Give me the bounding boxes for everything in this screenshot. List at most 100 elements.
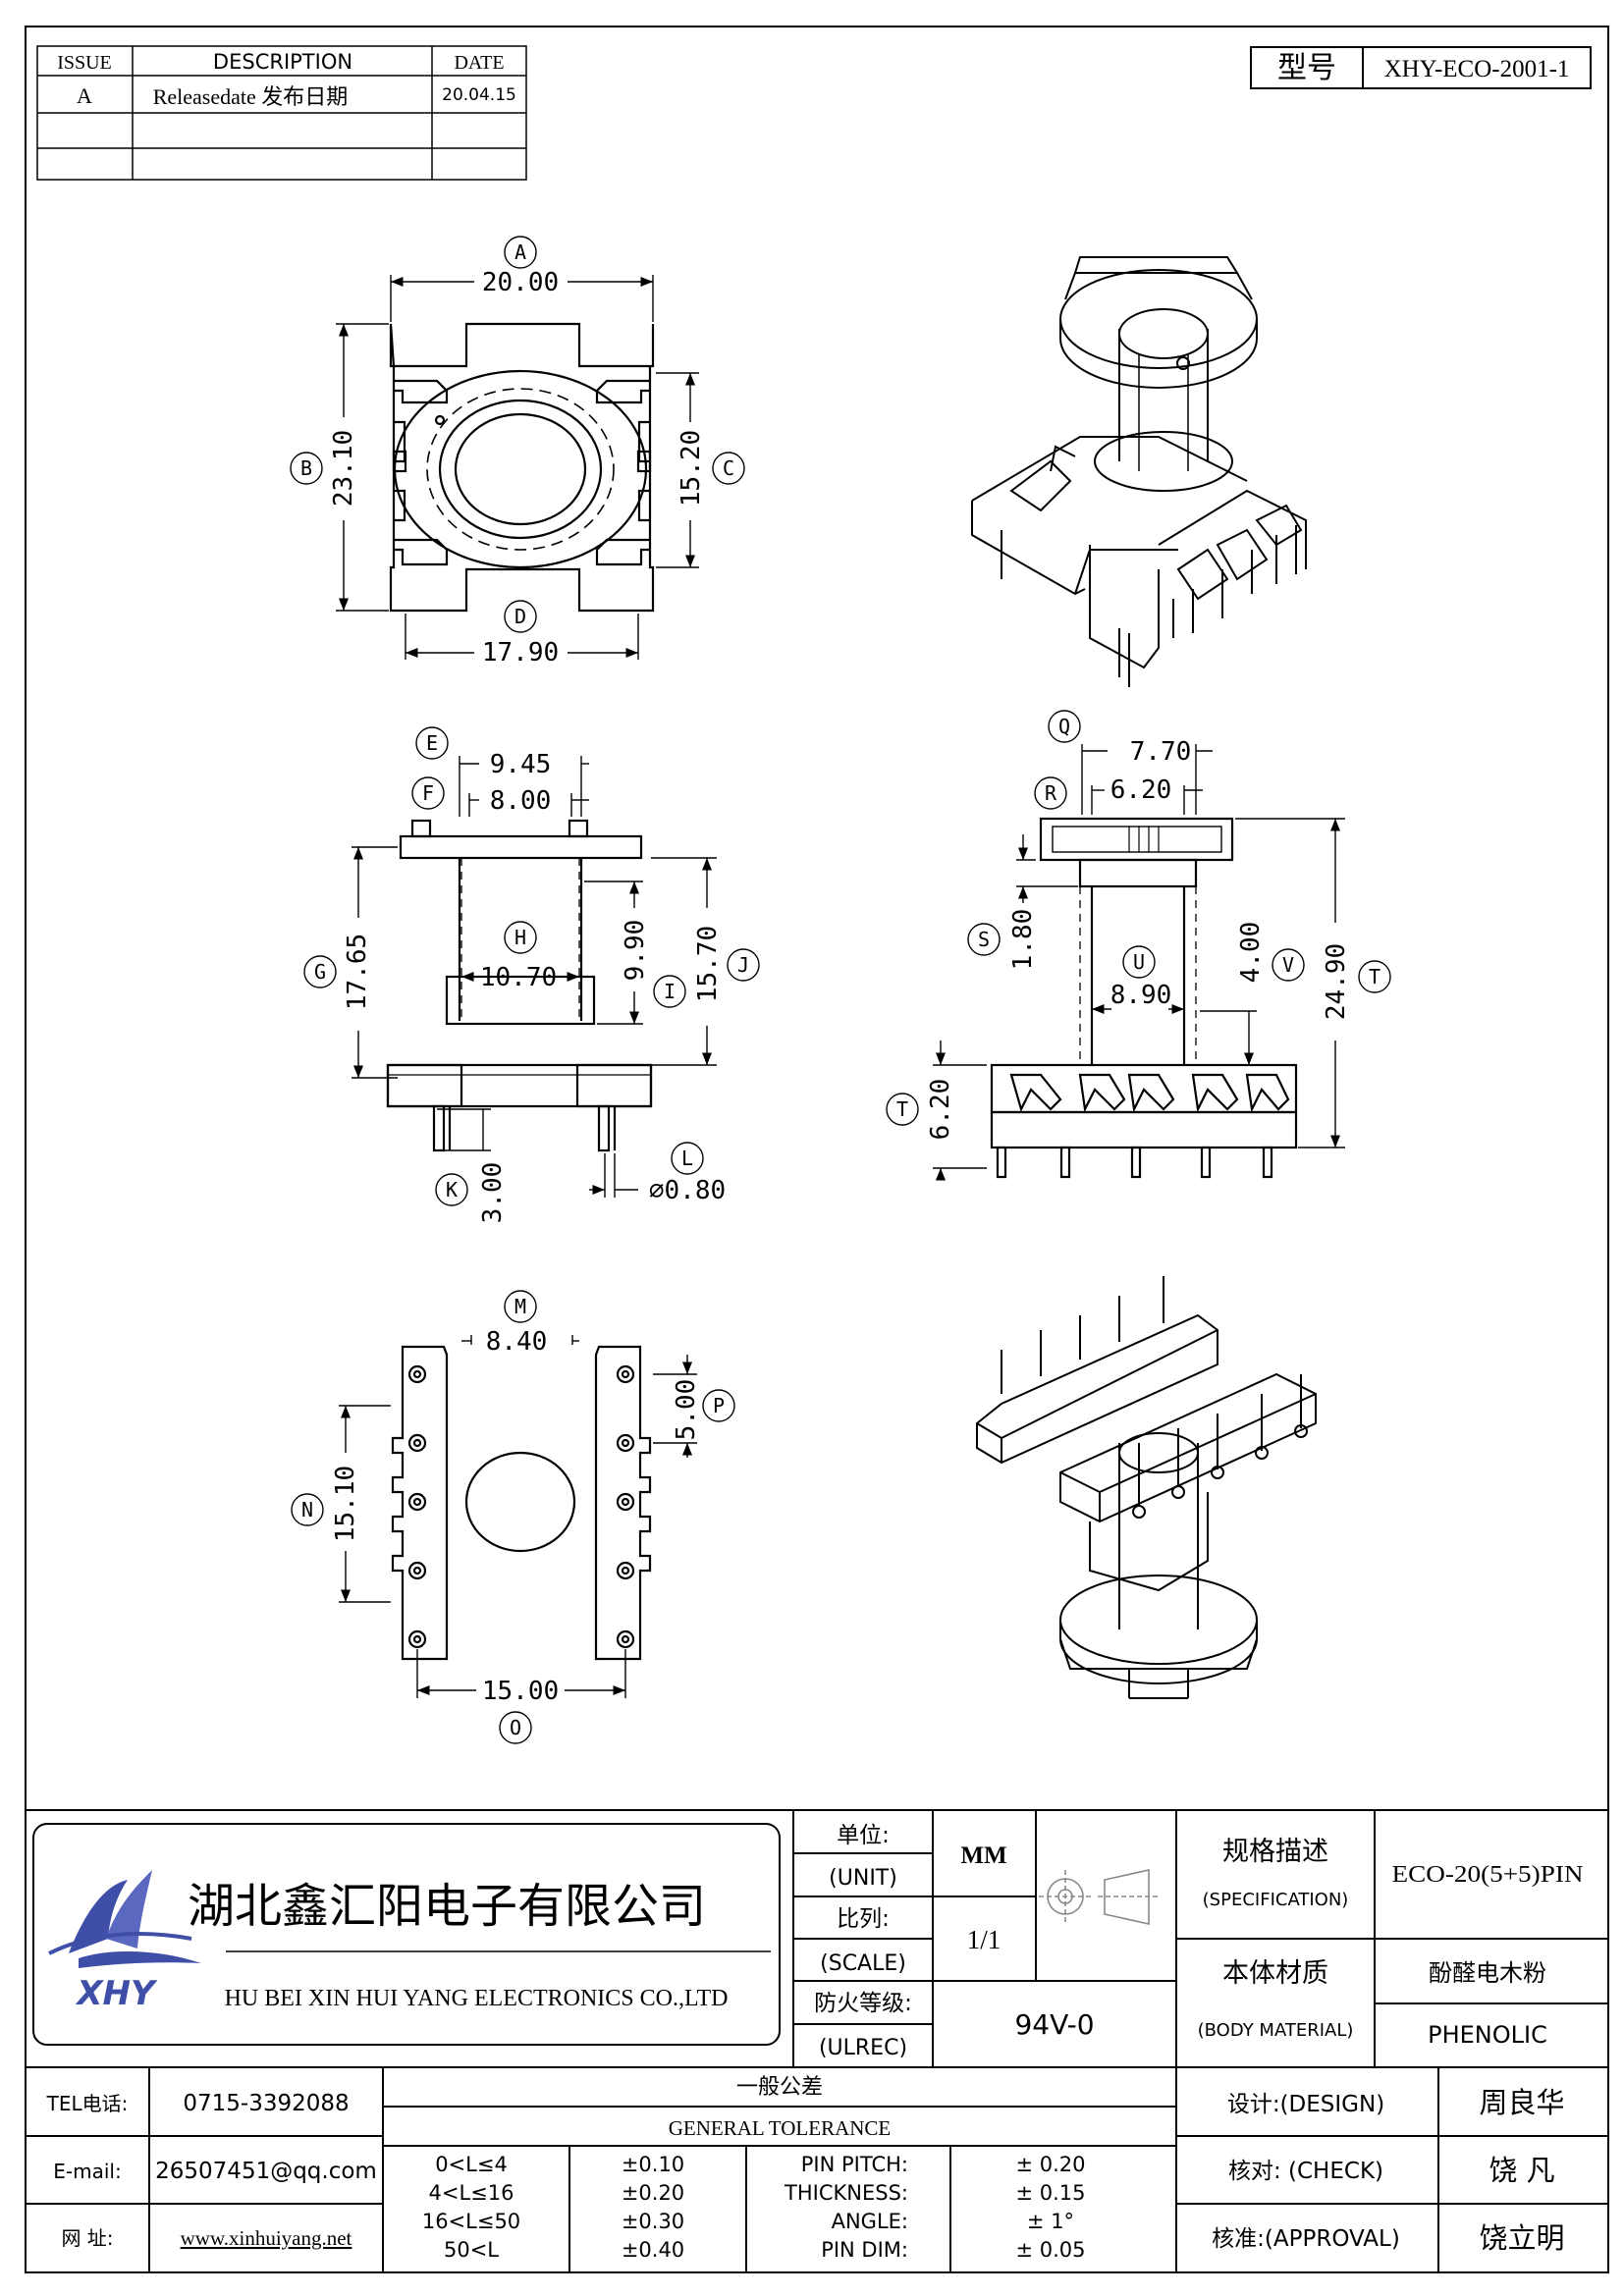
top-view [389,322,655,613]
spec-value: ECO-20(5+5)PIN [1392,1862,1584,1888]
side-dim-s-value: 1.80 [1008,909,1038,971]
top-dim-c-letter: C [723,456,734,480]
flame-value: 94V-0 [1014,2008,1094,2041]
side-dim-u-value: 8.90 [1110,981,1172,1010]
sheet-frame [25,26,1609,2273]
front-dim-g-value: 17.65 [343,934,372,1010]
side-view-dim-lines [886,710,1391,1181]
side-dim-v-value: 4.00 [1236,922,1266,984]
side-dim-s-letter: S [978,928,990,951]
top-dim-b-value: 23.10 [329,430,358,507]
top-dim-b-letter: B [300,456,312,480]
front-dim-l-letter: L [681,1147,693,1170]
side-dim-w-value: 24.90 [1322,943,1351,1020]
front-dim-h-letter: H [514,926,526,949]
bottom-dim-o-value: 15.00 [482,1677,559,1706]
side-dim-r-value: 6.20 [1110,775,1172,805]
design-value: 周良华 [1479,2086,1564,2119]
design-label: 设计:(DESIGN) [1227,2092,1384,2117]
front-view [386,819,653,1152]
tol-range-1: 4<L≤16 [429,2181,514,2205]
logo-text: XHY [75,1974,158,2013]
check-label: 核对: (CHECK) [1228,2159,1383,2184]
front-dim-i-value: 9.90 [621,920,650,982]
company-name-cn: 湖北鑫汇阳电子有限公司 [188,1879,706,1934]
tol-item-value-1: ± 0.15 [1015,2181,1085,2205]
tol-value-3: ±0.40 [622,2238,684,2262]
side-dim-t-letter: T [896,1097,908,1121]
front-dim-e-value: 9.45 [490,750,552,779]
side-dim-t-value: 6.20 [926,1079,955,1141]
spec-label-cn: 规格描述 [1222,1837,1328,1867]
email-label: E-mail: [53,2160,121,2183]
front-dim-k-value: 3.00 [478,1162,508,1224]
rev-header-issue: ISSUE [57,52,112,74]
scale-label-cn: 比列: [837,1906,890,1932]
tel-value: 0715-3392088 [183,2091,349,2116]
side-dim-v-letter: V [1282,953,1294,977]
tol-range-3: 50<L [444,2238,499,2262]
tol-item-1: THICKNESS: [784,2181,908,2205]
tol-value-0: ±0.10 [622,2153,684,2176]
spec-label-en: (SPECIFICATION) [1203,1890,1349,1910]
top-view-dim-lines [290,236,745,660]
side-view [990,817,1298,1179]
bottom-dim-n-letter: N [301,1498,313,1522]
rev-date-cell: 20.04.15 [442,85,516,105]
projection-symbol-icon [1039,1869,1159,1925]
front-dim-g-letter: G [314,960,326,984]
web-label: 网 址: [61,2226,113,2250]
top-dim-a-letter: A [514,240,526,264]
tol-range-0: 0<L≤4 [435,2153,508,2176]
tol-item-0: PIN PITCH: [801,2153,908,2176]
tol-item-3: PIN DIM: [821,2238,908,2262]
bottom-view [391,1345,652,1661]
scale-value: 1/1 [967,1925,1001,1954]
rev-header-date: DATE [454,52,504,74]
front-dim-h-value: 10.70 [480,963,557,992]
side-dim-r-letter: R [1045,781,1057,805]
bottom-dim-m-letter: M [514,1295,526,1318]
email-value: 26507451@qq.com [155,2159,377,2184]
rev-header-description: DESCRIPTION [213,50,352,74]
front-view-dim-lines [303,726,760,1206]
model-label: 型号 [1277,51,1336,85]
front-dim-k-letter: K [446,1178,458,1201]
tol-item-value-0: ± 0.20 [1015,2153,1085,2176]
unit-label-en: (UNIT) [829,1866,897,1891]
tolerance-rows: 0<L≤4 ±0.10 PIN PITCH: ± 0.20 4<L≤16 ±0.… [422,2153,1086,2262]
top-dim-d-value: 17.90 [482,638,559,667]
tol-value-1: ±0.20 [622,2181,684,2205]
tel-label: TEL电话: [46,2092,129,2115]
top-dim-c-value: 15.20 [677,430,706,507]
bottom-dim-p-letter: P [713,1394,725,1417]
bottom-dim-n-value: 15.10 [331,1466,360,1542]
model-number: XHY-ECO-2001-1 [1384,56,1570,82]
web-value[interactable]: www.xinhuiyang.net [181,2226,352,2250]
side-dim-w-letter: T [1369,965,1380,988]
bottom-dim-o-letter: O [510,1716,521,1739]
side-dim-q-letter: Q [1058,715,1070,738]
tol-item-value-3: ± 0.05 [1015,2238,1085,2262]
tol-item-2: ANGLE: [832,2210,908,2233]
revision-table [36,45,527,181]
flame-label-en: (ULREC) [819,2036,907,2060]
front-dim-j-value: 15.70 [693,926,723,1002]
front-dim-f-letter: F [422,781,434,805]
material-label-cn: 本体材质 [1222,1958,1328,1989]
bottom-view-dim-lines [291,1290,735,1744]
tol-range-2: 16<L≤50 [422,2210,520,2233]
unit-label-cn: 单位: [837,1823,890,1848]
front-dim-e-letter: E [426,731,438,755]
check-value: 饶 凡 [1489,2154,1554,2187]
top-dim-a-value: 20.00 [482,268,559,297]
side-dim-u-letter: U [1133,950,1145,974]
title-block-grid [26,1809,1608,2272]
tolerance-title-en: GENERAL TOLERANCE [669,2116,892,2140]
tol-item-value-2: ± 1° [1027,2210,1074,2233]
flame-label-cn: 防火等级: [814,1991,912,2016]
iso-view-top [971,256,1307,687]
tolerance-title-cn: 一般公差 [736,2075,823,2100]
bottom-dim-m-value: 8.40 [486,1327,548,1357]
front-dim-l-value: ⌀0.80 [649,1176,726,1205]
